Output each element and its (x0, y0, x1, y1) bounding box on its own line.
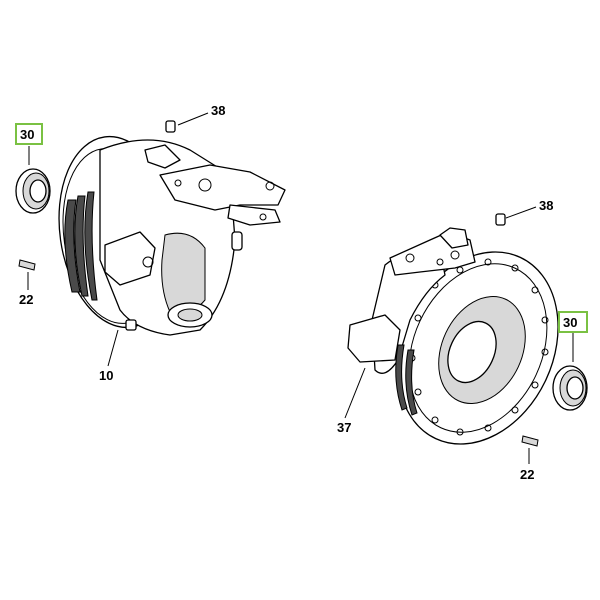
left-steering-knuckle-housing[interactable] (47, 129, 286, 336)
callout-plug-right: 22 (520, 467, 534, 482)
seal-ring-left[interactable] (15, 168, 51, 214)
screw-38-left[interactable] (165, 120, 176, 133)
right-axle-housing[interactable] (347, 226, 588, 471)
flange-bolt-holes (408, 258, 549, 436)
seal-ring-right[interactable] (552, 365, 588, 411)
highlight-box-seal-right (558, 311, 588, 333)
leader-lines (27, 112, 574, 464)
plug-22-right[interactable] (521, 435, 539, 447)
callout-plug-left: 22 (19, 292, 33, 307)
callout-screw-left: 38 (211, 103, 225, 118)
callout-housing-left: 10 (99, 368, 113, 383)
callout-housing-right: 37 (337, 420, 351, 435)
plug-22-left[interactable] (18, 259, 36, 271)
screw-38-right[interactable] (495, 213, 506, 226)
callout-screw-right: 38 (539, 198, 553, 213)
callout-seal-right: 30 (563, 315, 577, 330)
highlight-box-seal-left (15, 123, 43, 145)
callout-seal-left: 30 (20, 127, 34, 142)
